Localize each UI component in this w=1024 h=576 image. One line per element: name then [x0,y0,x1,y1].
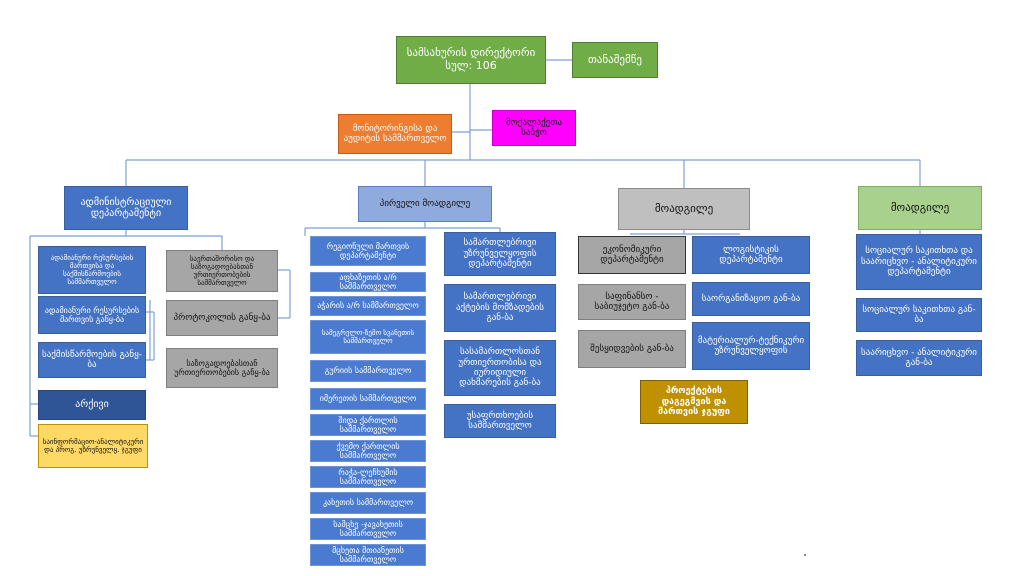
organizational-unit: საორგანიზაციო გან-ბა [692,282,810,316]
procurement-unit: შესყიდვების გან-ბა [578,330,686,368]
finance-budget-unit: საფინანსო - საბიუჯეტო გან-ბა [578,284,686,320]
economic-department: ეკონომიკური დეპარტამენტი [578,236,686,274]
regional-office: მცხეთა მთიანეთის სამმართველო [310,544,426,566]
hr-unit: ადამიანური რესურსების მართვის განყ-ბა [38,296,146,334]
hr-records-department: ადამიანური რესურსების მართვისა და საქმის… [38,246,146,294]
regional-office: გურიის სამმართველო [310,360,426,382]
regional-office: აჭარის ა/რ სამმართველო [310,296,426,316]
deputy-green-box: მოადგილე [858,186,982,230]
protocol-unit: პროტოკოლის განყ-ბა [166,300,278,336]
legal-department: სამართლებრივი უზრუნველყოფის დეპარტამენტი [444,232,556,276]
material-technical-unit: მატერიალურ-ტექნიკური უზრუნველყოფის [692,322,810,370]
regional-office: სამეგრელო-ზემო სვანეთის სამმართველო [310,320,426,354]
regional-office: იმერეთის სამმართველო [310,388,426,410]
deputy-grey-box: მოადგილე [618,188,750,230]
regional-office: რაჭა-ლეჩხუმის სამმართველო [310,466,426,488]
regional-office: აფხაზეთის ა/რ სამმართველო [310,272,426,292]
director-box: სამსახურის დირექტორი სულ: 106 [396,36,546,84]
first-deputy-box: პირველი მოადგილე [358,186,492,222]
citizens-council-box: მოქალაქეთა საბჭო [492,110,576,146]
analytics-unit: საარიცხვო - ანალიტიკური გან-ბა [856,340,982,376]
regional-office: სამცხე -ჯავახეთის სამმართველო [310,518,426,540]
stray-dot [804,554,806,556]
international-relations-department: საერთაშორისო და საზოგადოებასთან ურთიერთო… [166,250,278,292]
social-unit: სოციალურ საკითხთა გან-ბა [856,298,982,332]
logistics-department: ლოგისტიკის დეპარტამენტი [692,236,810,274]
regional-dept: რეგიონული მართვის დეპარტამენტი [310,236,426,266]
security-office: უსაფრთხოების სამმართველო [444,404,556,438]
admin-department-box: ადმინისტრაციული დეპარტამენტი [64,186,188,230]
assistant-box: თანაშემწე [572,42,658,78]
regional-office: ქვემო ქართლის სამმართველო [310,440,426,462]
social-department: სოციალურ საკითხთა და საარიცხვო - ანალიტი… [856,234,982,290]
regional-office: კახეთის სამმართველო [310,492,426,514]
records-unit: საქმისწარმოების განყ-ბა [38,342,146,378]
projects-group-box: პროექტების დაგეგმვის და მართვის ჯგუფი [640,380,748,424]
regional-office: შიდა ქართლის სამმართველო [310,414,426,436]
public-relations-unit: საზოგადოებასთან ურთიერთობების განყ-ბა [166,348,278,388]
court-relations-unit: სასამართლოსთან ურთიერთობისა და იურიდიული… [444,340,556,396]
audit-box: მონიტორინგისა და აუდიტის სამმართველო [338,114,452,154]
legal-acts-unit: სამართლებრივი აქტების მომზადების გან-ბა [444,284,556,332]
archive-box: არქივი [38,390,146,420]
analytics-group-box: საინფორმაციო-ანალიტიკური და პროგ. უზრუნვ… [38,424,148,468]
